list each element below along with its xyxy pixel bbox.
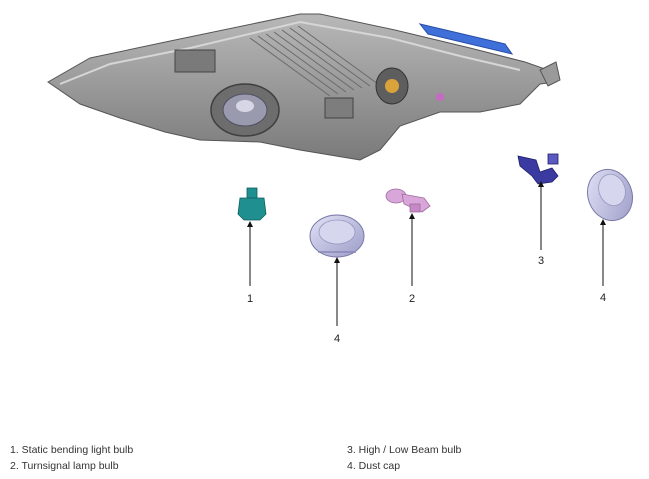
callout-number-4-right: 4 [600,292,606,304]
legend-item-4: 4. Dust cap [347,460,401,472]
headlamp-exploded-diagram: 1 4 2 3 4 [47,13,634,345]
callout-number-2: 2 [409,293,415,305]
legend-item-2: 2. Turnsignal lamp bulb [10,460,119,472]
callout-number-3: 3 [538,255,544,267]
turnsignal-bulb-part [385,188,431,213]
high-low-beam-bulb-part [517,153,559,185]
legend-right-column: 3. High / Low Beam bulb 4. Dust cap [347,442,461,474]
dust-cap-right-part [586,168,634,222]
legend-item-3: 3. High / Low Beam bulb [347,444,462,456]
dust-cap-left-part [309,214,365,258]
legend-item-1: 1. Static bending light bulb [10,444,134,456]
legend-left-column: 1. Static bending light bulb 2. Turnsign… [10,442,133,474]
callout-number-4-left: 4 [334,333,340,345]
static-bending-bulb-part [237,187,267,221]
callout-number-1: 1 [247,293,253,305]
headlamp-housing [47,13,561,161]
